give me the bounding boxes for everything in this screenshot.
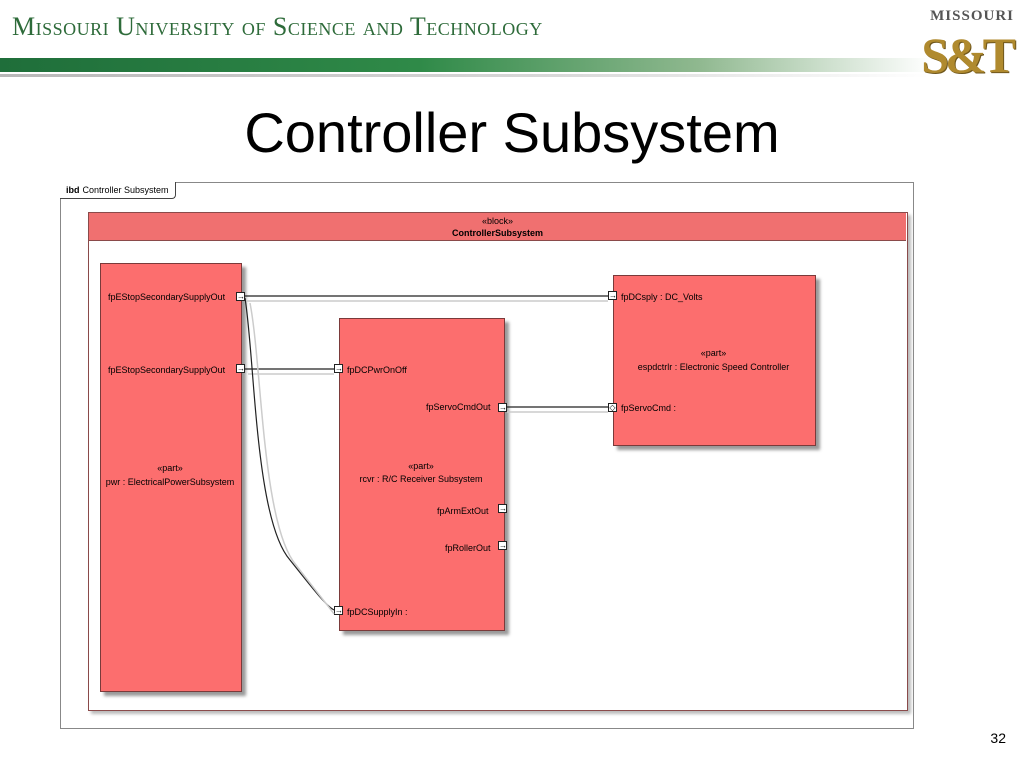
block-header: «block» ControllerSubsystem [89,213,906,241]
port-label-estop-2: fpEStopSecondarySupplyOut [108,365,226,375]
port-servocmd-icon[interactable]: ◇ [608,403,617,412]
port-estop-1-icon[interactable]: → [236,292,245,301]
university-logo: MISSOURI S&T [921,6,1016,84]
connector-estop1-dcsupplyin[interactable] [244,297,335,611]
part-espdctrlr[interactable] [613,275,816,446]
university-title: Missouri University of Science and Techn… [12,12,543,41]
part-rcvr[interactable] [339,318,505,631]
port-dcsupplyin-icon[interactable]: → [334,606,343,615]
port-estop-2-icon[interactable]: → [236,364,245,373]
block-name: ControllerSubsystem [451,228,544,238]
part-espdctrlr-stereotype: «part» [700,348,727,358]
block-stereotype: «block» [481,216,514,226]
port-label-servocmd: fpServoCmd : [621,403,677,413]
port-label-estop-1: fpEStopSecondarySupplyOut [108,292,226,302]
port-label-armextout: fpArmExtOut [437,506,489,516]
port-label-dcpwronoff: fpDCPwrOnOff [347,365,407,375]
port-dcpwronoff-icon[interactable]: → [334,364,343,373]
logo-monogram: S&T [921,27,1016,83]
port-rollerout-icon[interactable]: → [498,541,507,550]
part-pwr-stereotype: «part» [157,463,183,473]
part-espdctrlr-name: espdctrlr : Electronic Speed Controller [637,362,790,372]
port-dcsply-icon[interactable]: → [608,291,617,300]
port-label-rollerout: fpRollerOut [445,543,491,553]
header-green-bar [0,58,930,72]
slide-title: Controller Subsystem [244,101,780,164]
page-number: 32 [990,730,1006,746]
part-pwr-name: pwr : ElectricalPowerSubsystem [105,477,235,487]
port-servocmdout-icon[interactable]: → [498,403,507,412]
port-label-dcsply: fpDCsply : DC_Volts [621,292,703,302]
port-label-servocmdout: fpServoCmdOut [426,402,491,412]
part-pwr[interactable] [100,263,242,692]
header-divider [0,74,930,77]
connector-estop1-dcsupplyin-shadow [249,302,335,615]
frame-name: Controller Subsystem [82,185,169,195]
part-rcvr-stereotype: «part» [408,461,434,471]
part-rcvr-name: rcvr : R/C Receiver Subsystem [359,474,483,484]
frame-kind: ibd [66,185,80,195]
logo-wordmark: MISSOURI [930,8,1014,24]
port-label-dcsupplyin: fpDCSupplyIn : [347,607,408,617]
port-armextout-icon[interactable]: → [498,504,507,513]
